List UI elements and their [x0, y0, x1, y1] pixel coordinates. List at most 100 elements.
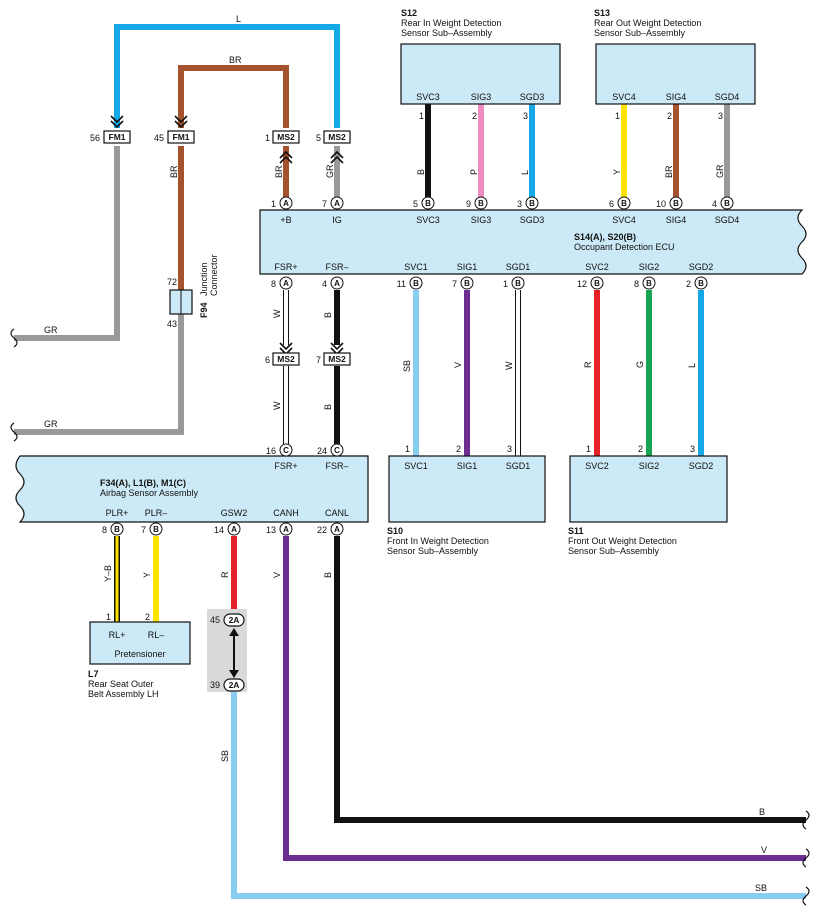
svg-text:3: 3 [517, 199, 522, 209]
svg-text:2: 2 [686, 279, 691, 289]
svg-text:3: 3 [718, 111, 723, 121]
svg-text:1: 1 [419, 111, 424, 121]
svg-text:SGD4: SGD4 [715, 92, 740, 102]
wire-sb-out [231, 692, 806, 899]
s10-id: S10 [387, 526, 403, 536]
svg-text:B: B [413, 279, 419, 288]
svg-text:SVC1: SVC1 [404, 262, 428, 272]
svg-text:B: B [478, 199, 484, 208]
svg-text:W: W [272, 309, 282, 318]
svg-text:SIG3: SIG3 [471, 92, 492, 102]
s11-name2: Sensor Sub–Assembly [568, 546, 660, 556]
svg-text:9: 9 [466, 199, 471, 209]
s12-name1: Rear In Weight Detection [401, 18, 501, 28]
ecu-bottom-pins: FSR+ FSR– SVC1 SIG1 SGD1 SVC2 SIG2 SGD2 … [271, 262, 713, 290]
svg-text:1: 1 [503, 279, 508, 289]
svg-text:FM1: FM1 [109, 132, 126, 142]
svg-text:FSR+: FSR+ [274, 262, 297, 272]
svg-text:2A: 2A [229, 680, 240, 690]
svg-text:4: 4 [322, 279, 327, 289]
svg-text:SVC4: SVC4 [612, 92, 636, 102]
svg-text:GSW2: GSW2 [221, 508, 248, 518]
svg-text:V: V [761, 845, 767, 855]
svg-text:22: 22 [317, 525, 327, 535]
svg-text:12: 12 [577, 279, 587, 289]
svg-text:3: 3 [690, 444, 695, 454]
svg-text:B: B [153, 525, 159, 534]
svg-text:7: 7 [322, 199, 327, 209]
svg-text:SIG2: SIG2 [639, 461, 660, 471]
wire-gr-lower [14, 314, 184, 435]
s11-box [569, 455, 728, 523]
wire-br-loop [178, 65, 289, 128]
s11-id: S11 [568, 526, 584, 536]
svg-text:B: B [323, 312, 333, 318]
wire-l-loop [114, 24, 340, 128]
s10-name1: Front In Weight Detection [387, 536, 489, 546]
svg-text:A: A [334, 525, 340, 534]
svg-text:R: R [220, 571, 230, 578]
svg-text:SGD4: SGD4 [715, 215, 740, 225]
svg-text:SIG2: SIG2 [639, 262, 660, 272]
svg-text:A: A [283, 199, 289, 208]
s12-box [400, 43, 561, 105]
svg-text:SB: SB [220, 750, 230, 762]
s12-pins: SVC3 SIG3 SGD3 1 2 3 [416, 92, 544, 121]
svg-text:B: B [529, 199, 535, 208]
svg-text:SIG4: SIG4 [666, 215, 687, 225]
svg-text:PLR+: PLR+ [106, 508, 129, 518]
svg-text:SGD1: SGD1 [506, 461, 531, 471]
svg-text:8: 8 [271, 279, 276, 289]
l7-name1: Rear Seat Outer [88, 679, 154, 689]
svg-text:BR: BR [274, 165, 284, 178]
svg-text:A: A [231, 525, 237, 534]
svg-text:B: B [673, 199, 679, 208]
s10-pins: 1 2 3 SVC1 SIG1 SGD1 [404, 444, 530, 471]
svg-text:45: 45 [210, 615, 220, 625]
s13-name1: Rear Out Weight Detection [594, 18, 701, 28]
svg-text:SIG1: SIG1 [457, 461, 478, 471]
svg-text:SB: SB [755, 883, 767, 893]
svg-text:2: 2 [472, 111, 477, 121]
l7-pins: 1 2 RL+ RL– [106, 612, 164, 640]
s11-pins: 1 2 3 SVC2 SIG2 SGD2 [585, 444, 713, 471]
svg-text:14: 14 [214, 525, 224, 535]
svg-text:SIG1: SIG1 [457, 262, 478, 272]
svg-text:G: G [635, 361, 645, 368]
s10-box [388, 455, 546, 523]
l7-box [89, 621, 191, 665]
svg-text:10: 10 [656, 199, 666, 209]
connector-fm1-45: FM1 45 [154, 130, 195, 144]
s13-name2: Sensor Sub–Assembly [594, 28, 686, 38]
svg-text:6: 6 [265, 355, 270, 365]
svg-text:1: 1 [271, 199, 276, 209]
airbag-bottom-pins: PLR+ PLR– GSW2 CANH CANL B B A A A 8 7 1… [102, 508, 349, 536]
f94-name1: Junction [199, 262, 209, 296]
svg-text:Y–B: Y–B [103, 565, 113, 582]
connector-ms2-6: MS2 6 [265, 352, 300, 366]
svg-text:13: 13 [266, 525, 276, 535]
svg-text:SVC3: SVC3 [416, 215, 440, 225]
svg-text:39: 39 [210, 680, 220, 690]
svg-text:BR: BR [169, 165, 179, 178]
svg-text:SVC4: SVC4 [612, 215, 636, 225]
svg-text:8: 8 [102, 525, 107, 535]
svg-text:PLR–: PLR– [145, 508, 168, 518]
svg-text:B: B [646, 279, 652, 288]
f94-pin-bottom: 43 [167, 319, 177, 329]
svg-text:A: A [283, 279, 289, 288]
svg-text:2: 2 [456, 444, 461, 454]
svg-text:P: P [469, 169, 479, 175]
svg-text:W: W [504, 361, 514, 370]
svg-text:MS2: MS2 [328, 132, 346, 142]
inline-connectors: FM1 56 FM1 45 MS2 1 MS2 5 MS2 6 [90, 115, 351, 692]
airbag-name: Airbag Sensor Assembly [100, 488, 199, 498]
svg-text:SB: SB [402, 360, 412, 372]
wire-canl [334, 536, 806, 823]
svg-text:SVC3: SVC3 [416, 92, 440, 102]
svg-text:B: B [594, 279, 600, 288]
connector-ms2-7: MS2 7 [316, 352, 351, 366]
svg-text:2: 2 [145, 612, 150, 622]
svg-text:B: B [114, 525, 120, 534]
